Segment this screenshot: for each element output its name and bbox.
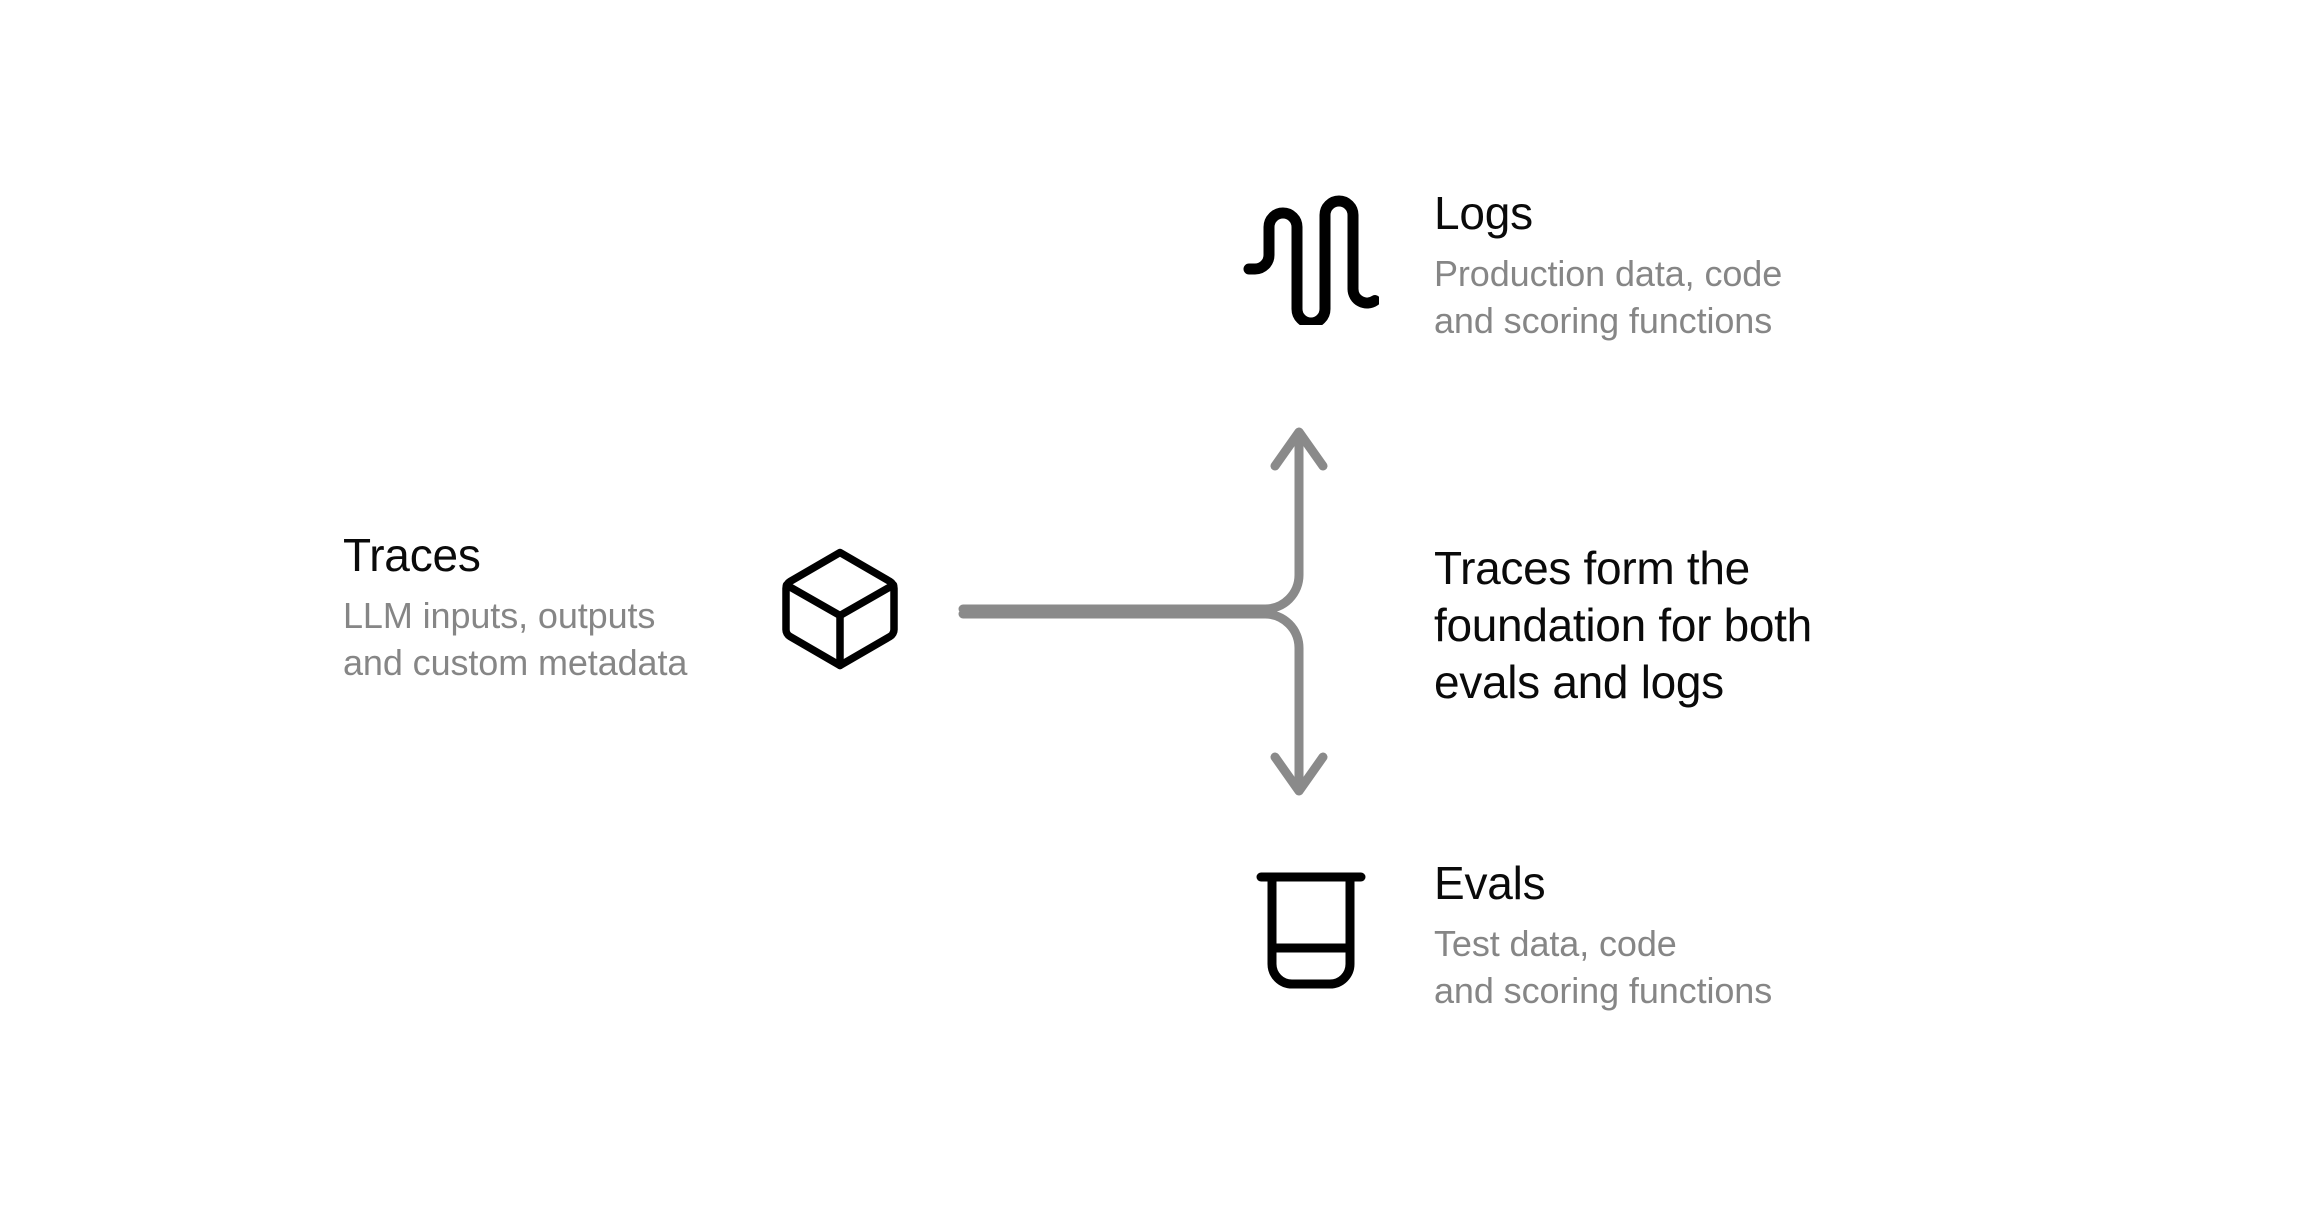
arrow-down-head	[1270, 752, 1328, 796]
beaker-icon	[1255, 868, 1367, 993]
cube-icon	[776, 545, 904, 673]
node-logs: Logs Production data, code and scoring f…	[1434, 187, 1954, 345]
waveform-icon	[1243, 195, 1381, 329]
node-traces: Traces LLM inputs, outputs and custom me…	[343, 529, 763, 687]
evals-subtitle: Test data, code and scoring functions	[1434, 922, 1773, 1012]
traces-title: Traces	[343, 529, 481, 581]
arrow-up-head	[1270, 427, 1328, 471]
node-evals: Evals Test data, code and scoring functi…	[1434, 857, 1954, 1015]
logs-title: Logs	[1434, 187, 1533, 239]
center-caption: Traces form the foundation for both eval…	[1434, 542, 1812, 709]
traces-subtitle: LLM inputs, outputs and custom metadata	[343, 594, 688, 684]
logs-subtitle: Production data, code and scoring functi…	[1434, 252, 1783, 342]
evals-title: Evals	[1434, 857, 1546, 909]
branching-arrow-connector	[940, 400, 1360, 820]
